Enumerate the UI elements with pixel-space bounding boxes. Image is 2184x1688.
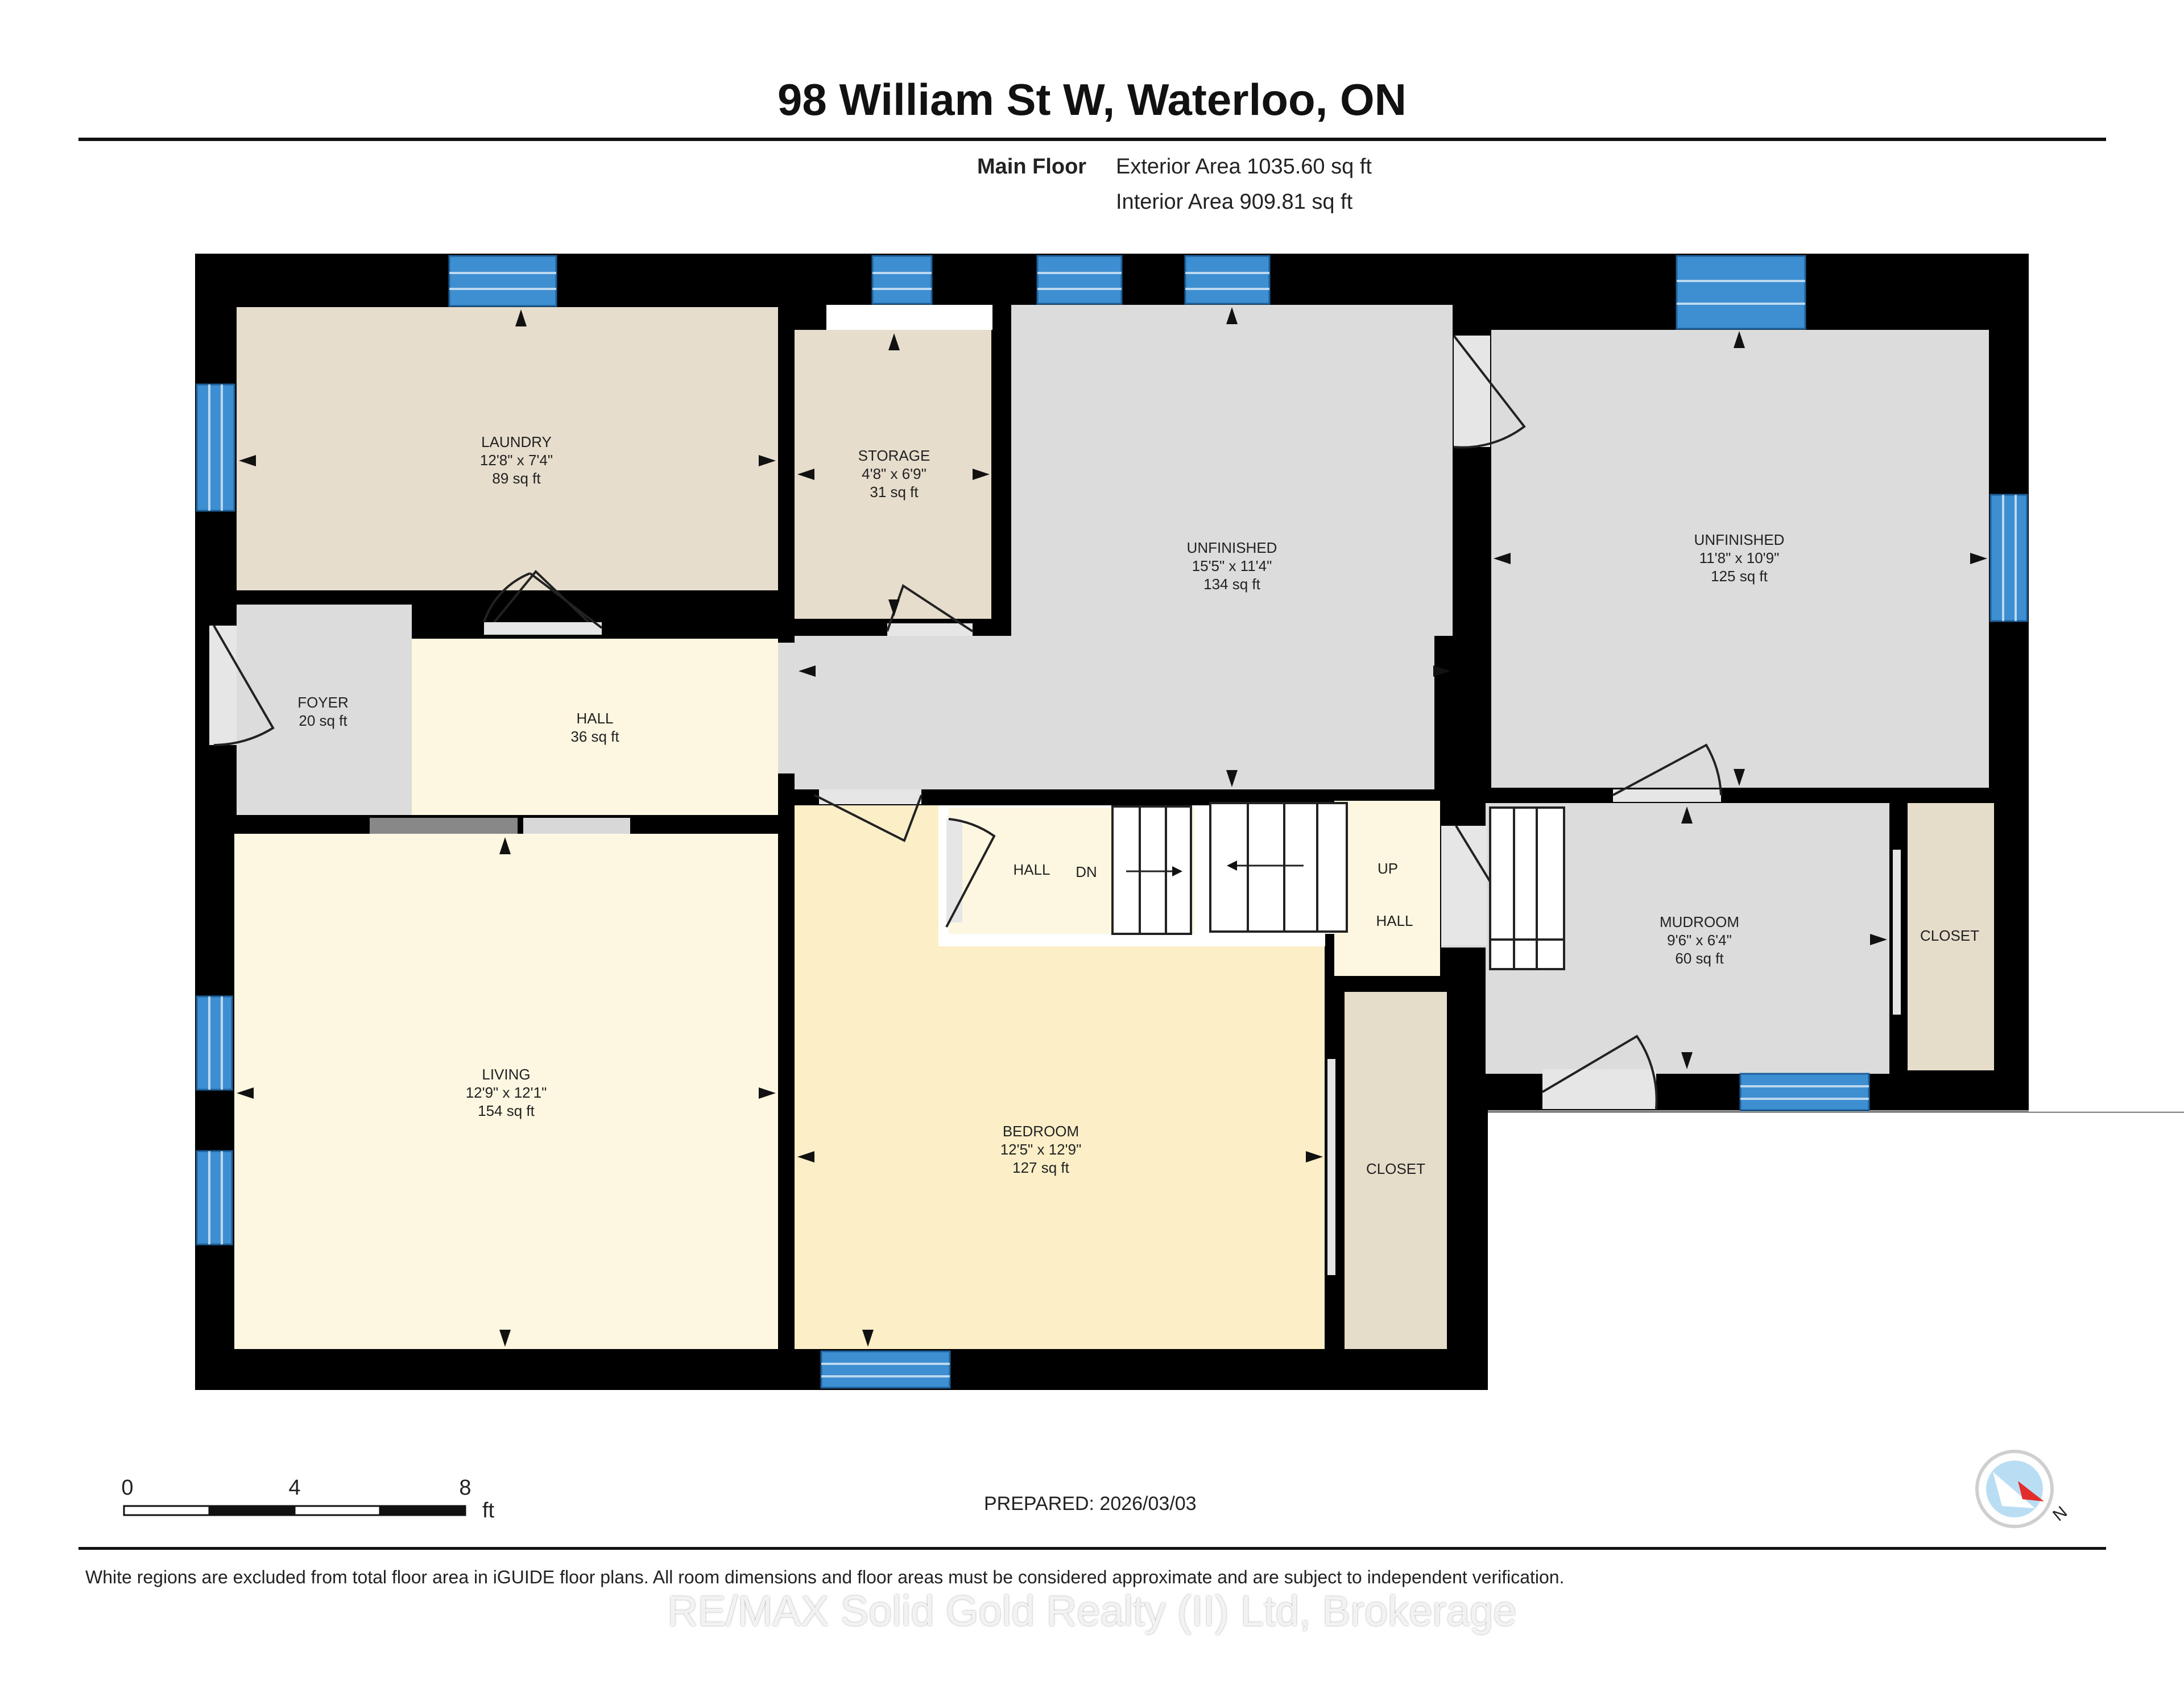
hall-main-area: 36 sq ft: [570, 728, 619, 745]
compass-icon: N: [1975, 1450, 2071, 1528]
unfinished-2-dims: 11'8" x 10'9": [1699, 549, 1780, 566]
room-closet-mudroom: [1908, 803, 1994, 1070]
hall-up-name: HALL: [1376, 912, 1413, 929]
room-storage: [795, 330, 991, 619]
hall-stair-name: HALL: [1013, 861, 1050, 878]
floor-name: Main Floor: [977, 155, 1087, 179]
storage-name: STORAGE: [858, 447, 930, 464]
foyer-name: FOYER: [297, 694, 349, 711]
footer-rule: [78, 1547, 2106, 1550]
scale-unit: ft: [482, 1499, 495, 1522]
sliding-door-living: [370, 818, 518, 834]
scale-tick-0: 0: [121, 1476, 133, 1500]
scale-tick-4: 4: [288, 1476, 300, 1500]
storage-excluded-strip: [826, 305, 992, 330]
closet-mudroom-name: CLOSET: [1920, 927, 1979, 944]
room-foyer: [237, 605, 412, 815]
mudroom-area: 60 sq ft: [1675, 950, 1724, 967]
laundry-dims: 12'8" x 7'4": [480, 452, 553, 469]
room-unfinished-1-lower: [795, 636, 1434, 789]
laundry-area: 89 sq ft: [492, 470, 541, 487]
foyer-area: 20 sq ft: [299, 712, 348, 729]
room-unfinished-2: [1491, 330, 1989, 788]
title-rule: [78, 138, 2106, 141]
exterior-area: Exterior Area 1035.60 sq ft: [1116, 155, 1372, 179]
bedroom-dims: 12'5" x 12'9": [1000, 1141, 1082, 1158]
windows: [196, 255, 2028, 1389]
storage-dims: 4'8" x 6'9": [862, 465, 926, 482]
watermark: RE/MAX Solid Gold Realty (II) Ltd, Broke…: [667, 1587, 1517, 1635]
scale-bar: 0 4 8 ft: [121, 1476, 494, 1522]
room-laundry: [237, 307, 778, 590]
doors: [209, 334, 1722, 1110]
prepared-date: PREPARED: 2026/03/03: [984, 1493, 1197, 1515]
room-closet-bedroom: [1345, 992, 1447, 1349]
unfinished-1-area: 134 sq ft: [1203, 576, 1261, 593]
hall-stair-dn: DN: [1076, 863, 1097, 880]
room-living: [234, 834, 778, 1349]
bedroom-name: BEDROOM: [1003, 1123, 1079, 1140]
dimension-arrows: [237, 307, 1987, 1347]
bedroom-area: 127 sq ft: [1012, 1159, 1070, 1176]
interior-area: Interior Area 909.81 sq ft: [1116, 190, 1353, 214]
hall-main-name: HALL: [576, 710, 613, 727]
living-dims: 12'9" x 12'1": [466, 1084, 547, 1101]
unfinished-1-name: UNFINISHED: [1187, 539, 1277, 556]
page-title: 98 William St W, Waterloo, ON: [777, 75, 1407, 125]
stairs: [1111, 802, 1565, 970]
closet-bedroom-name: CLOSET: [1366, 1160, 1425, 1177]
unfinished-1-dims: 15'5" x 11'4": [1192, 557, 1272, 574]
room-hall-up: [1334, 801, 1440, 976]
stair-arrows: [1126, 860, 1304, 876]
unfinished-2-area: 125 sq ft: [1711, 568, 1768, 585]
compass-label: N: [2049, 1503, 2071, 1525]
storage-area: 31 sq ft: [870, 483, 919, 500]
unfinished-2-name: UNFINISHED: [1694, 531, 1785, 548]
laundry-name: LAUNDRY: [481, 433, 552, 450]
hall-up-label: UP: [1378, 860, 1398, 877]
room-unfinished-1: [1011, 305, 1453, 636]
scale-tick-8: 8: [459, 1476, 471, 1500]
room-hall-main: [412, 639, 778, 815]
mudroom-dims: 9'6" x 6'4": [1667, 932, 1732, 949]
living-name: LIVING: [482, 1066, 530, 1083]
living-area: 154 sq ft: [478, 1102, 535, 1119]
footnote: White regions are excluded from total fl…: [85, 1567, 1565, 1587]
mudroom-name: MUDROOM: [1660, 913, 1739, 930]
